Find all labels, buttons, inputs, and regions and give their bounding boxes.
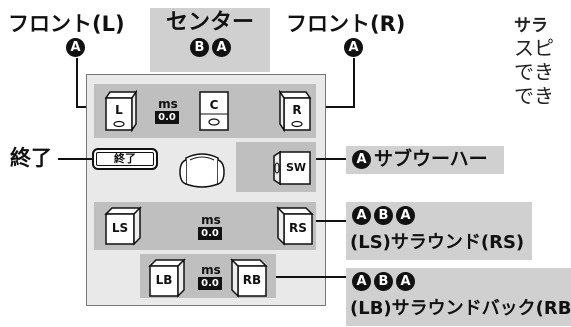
badge-a-center: A bbox=[212, 38, 231, 57]
speaker-r-label: R bbox=[292, 103, 302, 117]
speaker-rb[interactable]: RB bbox=[228, 256, 268, 298]
surround-delay: ms 0.0 bbox=[198, 214, 224, 240]
speaker-l-icon bbox=[104, 89, 138, 133]
speaker-lb[interactable]: LB bbox=[148, 256, 188, 298]
speaker-rs-icon bbox=[276, 206, 314, 246]
listener-seat bbox=[178, 150, 226, 190]
speaker-ls[interactable]: LS bbox=[104, 204, 144, 248]
speaker-r[interactable]: R bbox=[276, 88, 314, 134]
end-connector bbox=[58, 158, 94, 160]
front-left-connector-v bbox=[76, 58, 78, 108]
end-label: 終了 bbox=[10, 146, 52, 170]
speaker-lb-icon bbox=[148, 258, 186, 298]
speaker-l-label: L bbox=[115, 103, 123, 117]
surround-back-delay: ms 0.0 bbox=[198, 264, 224, 290]
surround-back-connector bbox=[276, 276, 346, 278]
badge-a-subwoofer: A bbox=[352, 150, 371, 169]
surround-back-delay-unit: ms bbox=[201, 263, 221, 277]
side-text-line-3: でき bbox=[514, 84, 554, 108]
surround-connector bbox=[316, 220, 346, 222]
center-label: センター bbox=[166, 10, 255, 35]
front-right-label: フロント(R) bbox=[286, 12, 406, 36]
subwoofer-label: サブウーハー bbox=[374, 148, 488, 170]
front-right-connector-v bbox=[353, 58, 355, 108]
speaker-rs-label: RS bbox=[289, 221, 307, 235]
speaker-c-label: C bbox=[209, 98, 219, 112]
front-left-label: フロント(L) bbox=[8, 12, 125, 36]
surround-delay-unit: ms bbox=[201, 213, 221, 227]
surround-delay-value: 0.0 bbox=[198, 227, 222, 240]
speaker-rs[interactable]: RS bbox=[274, 204, 314, 248]
badge-a-surround-back-2: A bbox=[396, 272, 415, 291]
speaker-lb-label: LB bbox=[155, 273, 173, 287]
badge-b-center: B bbox=[190, 38, 209, 57]
center-delay-unit: ms bbox=[158, 97, 178, 111]
center-callout-box bbox=[150, 8, 270, 72]
center-delay-value: 0.0 bbox=[155, 111, 179, 124]
badge-b-surround: B bbox=[374, 206, 393, 225]
badge-a-front-left: A bbox=[66, 38, 85, 57]
speaker-ls-label: LS bbox=[111, 221, 129, 235]
speaker-rb-icon bbox=[230, 258, 268, 298]
surround-label: (LS)サラウンド(RS) bbox=[350, 232, 525, 253]
subwoofer-icon bbox=[273, 150, 311, 186]
end-button[interactable]: 終了 bbox=[92, 148, 158, 170]
speaker-c-icon bbox=[199, 91, 229, 131]
subwoofer-connector bbox=[316, 158, 346, 160]
speaker-ls-icon bbox=[104, 206, 142, 246]
badge-b-surround-back: B bbox=[374, 272, 393, 291]
speaker-sw-label: SW bbox=[285, 161, 307, 174]
front-right-connector-h bbox=[322, 106, 354, 108]
speaker-c[interactable]: C bbox=[197, 88, 231, 134]
center-delay: ms 0.0 bbox=[155, 98, 181, 124]
speaker-r-icon bbox=[278, 89, 312, 133]
surround-back-label: (LB)サラウンドバック(RB bbox=[350, 298, 571, 319]
chair-icon bbox=[179, 153, 225, 188]
speaker-sw[interactable]: SW bbox=[272, 146, 312, 188]
badge-a-front-right: A bbox=[344, 38, 363, 57]
side-text-line-2: でき bbox=[514, 60, 554, 84]
speaker-rb-label: RB bbox=[242, 273, 262, 287]
subwoofer-callout-box bbox=[346, 146, 504, 174]
badge-a-surround-2: A bbox=[396, 206, 415, 225]
side-heading: サラ bbox=[514, 16, 548, 36]
side-text-line-1: スピ bbox=[514, 36, 554, 60]
badge-a-surround-1: A bbox=[352, 206, 371, 225]
badge-a-surround-back-1: A bbox=[352, 272, 371, 291]
speaker-l[interactable]: L bbox=[102, 88, 140, 134]
surround-back-delay-value: 0.0 bbox=[198, 277, 222, 290]
